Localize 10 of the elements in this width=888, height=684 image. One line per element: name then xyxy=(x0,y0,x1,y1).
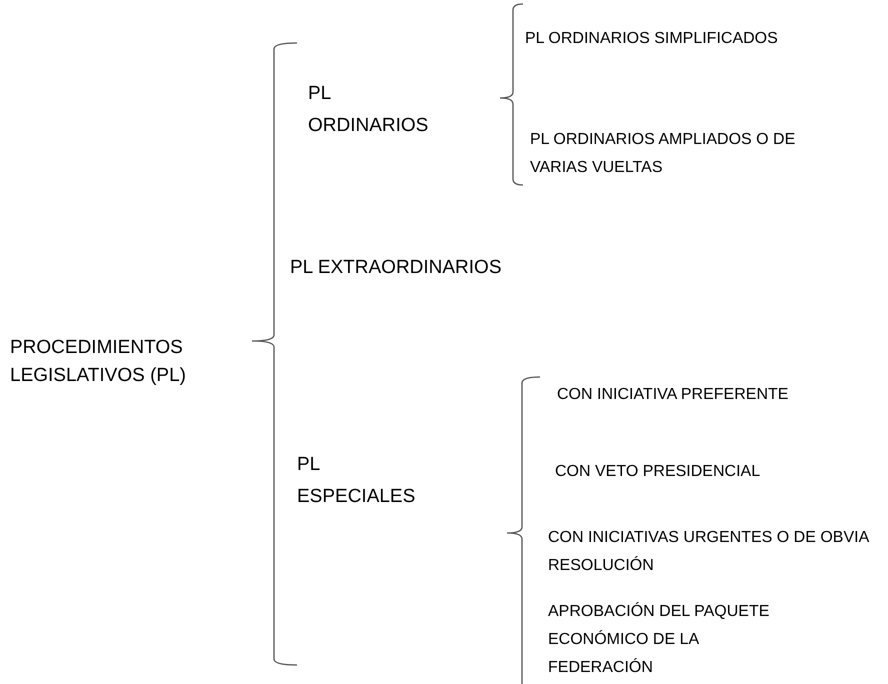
category-label: CON VETO PRESIDENCIAL xyxy=(555,462,762,482)
category-label: CON INICIATIVA PREFERENTE xyxy=(557,385,790,405)
category-label: PL ORDINARIOS xyxy=(308,82,430,138)
category-label: PL ORDINARIOS AMPLIADOS O DE VARIAS VUELTAS xyxy=(530,130,796,178)
category-label: CON INICIATIVAS URGENTES O DE OBVIA RESOLUCIÓN xyxy=(548,528,870,576)
category-label: PL ESPECIALES xyxy=(297,453,416,509)
category-label: PL EXTRAORDINARIOS xyxy=(290,256,503,280)
category-label: PL ORDINARIOS SIMPLIFICADOS xyxy=(525,29,779,49)
category-label: PROCEDIMIENTOS LEGISLATIVOS (PL) xyxy=(10,336,187,388)
category-label: APROBACIÓN DEL PAQUETE ECONÓMICO DE LA FEDERACIÓN xyxy=(548,601,770,678)
